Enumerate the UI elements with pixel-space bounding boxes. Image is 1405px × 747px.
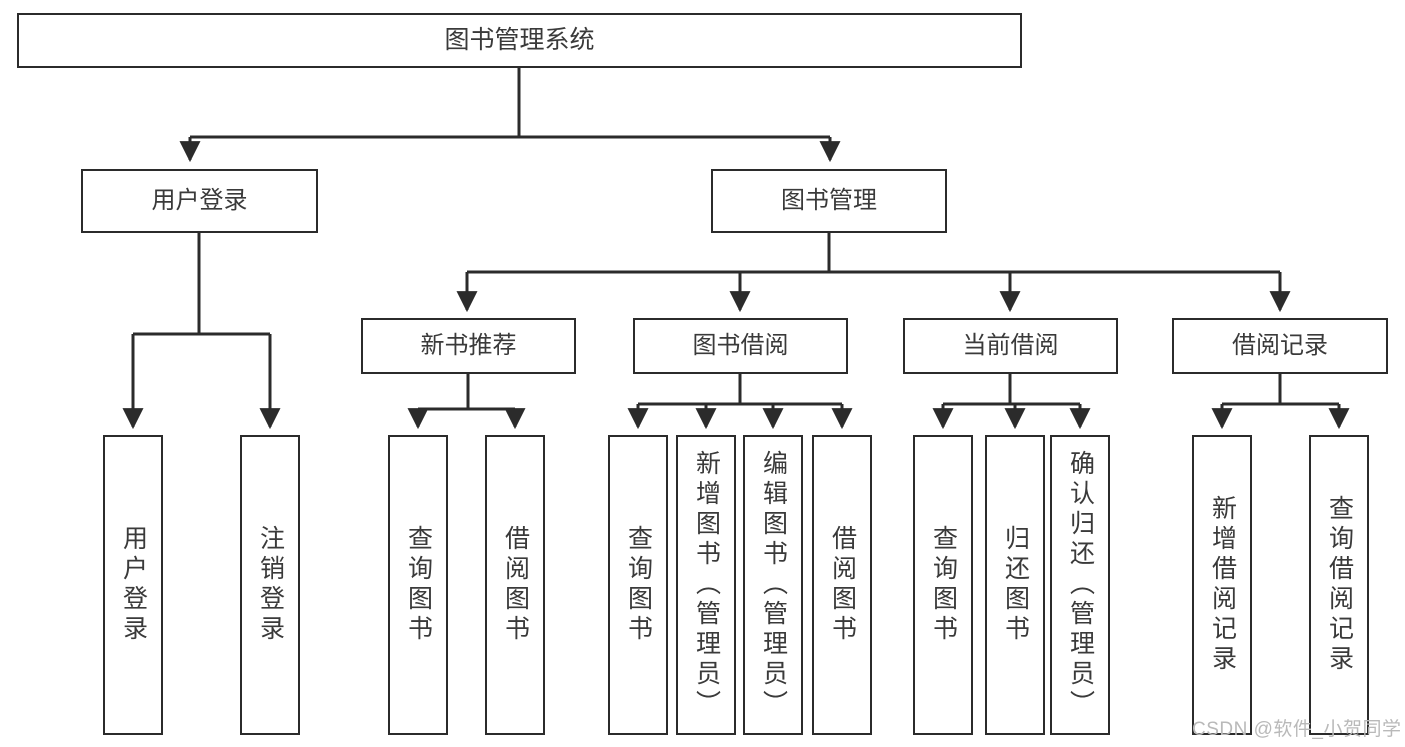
node-label: 查询图书 (624, 525, 653, 645)
node-label: 借阅图书 (501, 525, 530, 645)
leaf-newbook-borrow-book[interactable]: 借阅图书 (485, 435, 545, 735)
node-label: 用户登录 (119, 525, 148, 645)
node-label: 编辑图书（管理员） (759, 450, 788, 720)
leaf-current-confirm-return-admin[interactable]: 确认归还（管理员） (1050, 435, 1110, 735)
node-label: 新增借阅记录 (1208, 495, 1237, 675)
node-book-borrow[interactable]: 图书借阅 (633, 318, 848, 374)
node-label: 查询图书 (929, 525, 958, 645)
node-label: 当前借阅 (962, 332, 1059, 360)
watermark-text: CSDN @软件_小贺同学 (1192, 719, 1402, 740)
leaf-borrow-borrow-book[interactable]: 借阅图书 (812, 435, 872, 735)
node-label: 用户登录 (151, 187, 248, 215)
node-label: 图书管理 (781, 187, 877, 215)
node-label: 图书借阅 (692, 332, 789, 360)
leaf-borrow-query-book[interactable]: 查询图书 (608, 435, 668, 735)
node-label: 新增图书（管理员） (692, 450, 721, 720)
node-label: 查询图书 (404, 525, 433, 645)
leaf-borrow-edit-book-admin[interactable]: 编辑图书（管理员） (743, 435, 803, 735)
node-borrow-records[interactable]: 借阅记录 (1172, 318, 1388, 374)
node-label: 借阅记录 (1232, 332, 1328, 360)
node-label: 归还图书 (1001, 525, 1030, 645)
leaf-borrow-add-book-admin[interactable]: 新增图书（管理员） (676, 435, 736, 735)
leaf-current-query-book[interactable]: 查询图书 (913, 435, 973, 735)
leaf-user-login[interactable]: 用户登录 (103, 435, 163, 735)
node-root-system[interactable]: 图书管理系统 (17, 13, 1022, 68)
leaf-records-add-record[interactable]: 新增借阅记录 (1192, 435, 1252, 735)
leaf-user-logout[interactable]: 注销登录 (240, 435, 300, 735)
node-user-login[interactable]: 用户登录 (81, 169, 318, 233)
leaf-newbook-query-book[interactable]: 查询图书 (388, 435, 448, 735)
node-label: 借阅图书 (828, 525, 857, 645)
node-label: 图书管理系统 (444, 26, 595, 55)
node-label: 查询借阅记录 (1325, 495, 1354, 675)
node-label: 新书推荐 (420, 332, 517, 360)
node-current-borrow[interactable]: 当前借阅 (903, 318, 1118, 374)
node-new-book-recommend[interactable]: 新书推荐 (361, 318, 576, 374)
node-label: 注销登录 (256, 525, 285, 645)
leaf-current-return-book[interactable]: 归还图书 (985, 435, 1045, 735)
node-label: 确认归还（管理员） (1066, 450, 1095, 720)
node-book-management[interactable]: 图书管理 (711, 169, 947, 233)
leaf-records-query-record[interactable]: 查询借阅记录 (1309, 435, 1369, 735)
